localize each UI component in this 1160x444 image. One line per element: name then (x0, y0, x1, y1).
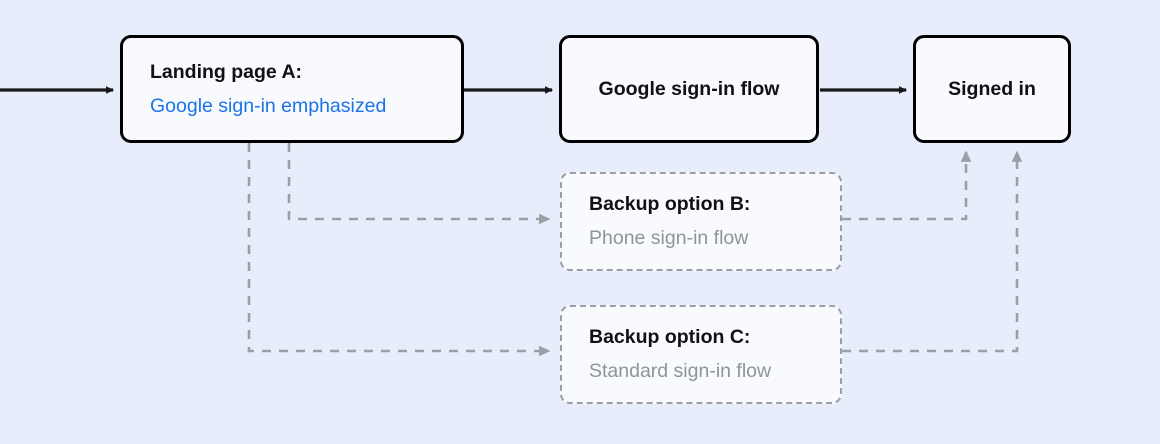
node-landing-page-a[interactable]: Landing page A: Google sign-in emphasize… (120, 35, 464, 143)
node-backup-option-b[interactable]: Backup option B: Phone sign-in flow (560, 172, 842, 271)
node-backup-option-c[interactable]: Backup option C: Standard sign-in flow (560, 305, 842, 404)
node-signed-in-title: Signed in (948, 77, 1036, 100)
node-backup-option-c-title: Backup option C: (589, 326, 751, 349)
node-backup-option-b-title: Backup option B: (589, 193, 751, 216)
node-landing-page-a-title: Landing page A: (150, 60, 303, 83)
edge-backup-c-to-signed (842, 150, 1023, 353)
node-backup-option-b-subtitle: Phone sign-in flow (589, 227, 749, 249)
node-landing-page-a-subtitle: Google sign-in emphasized (150, 94, 387, 117)
node-backup-option-c-subtitle: Standard sign-in flow (589, 360, 772, 382)
node-google-sign-in-flow[interactable]: Google sign-in flow (559, 35, 819, 143)
edge-landing-to-backup-b (287, 143, 551, 225)
node-signed-in[interactable]: Signed in (913, 35, 1071, 143)
edge-backup-b-to-signed (842, 150, 972, 221)
edge-landing-to-backup-c (247, 143, 551, 357)
node-google-sign-in-flow-title: Google sign-in flow (598, 77, 780, 100)
